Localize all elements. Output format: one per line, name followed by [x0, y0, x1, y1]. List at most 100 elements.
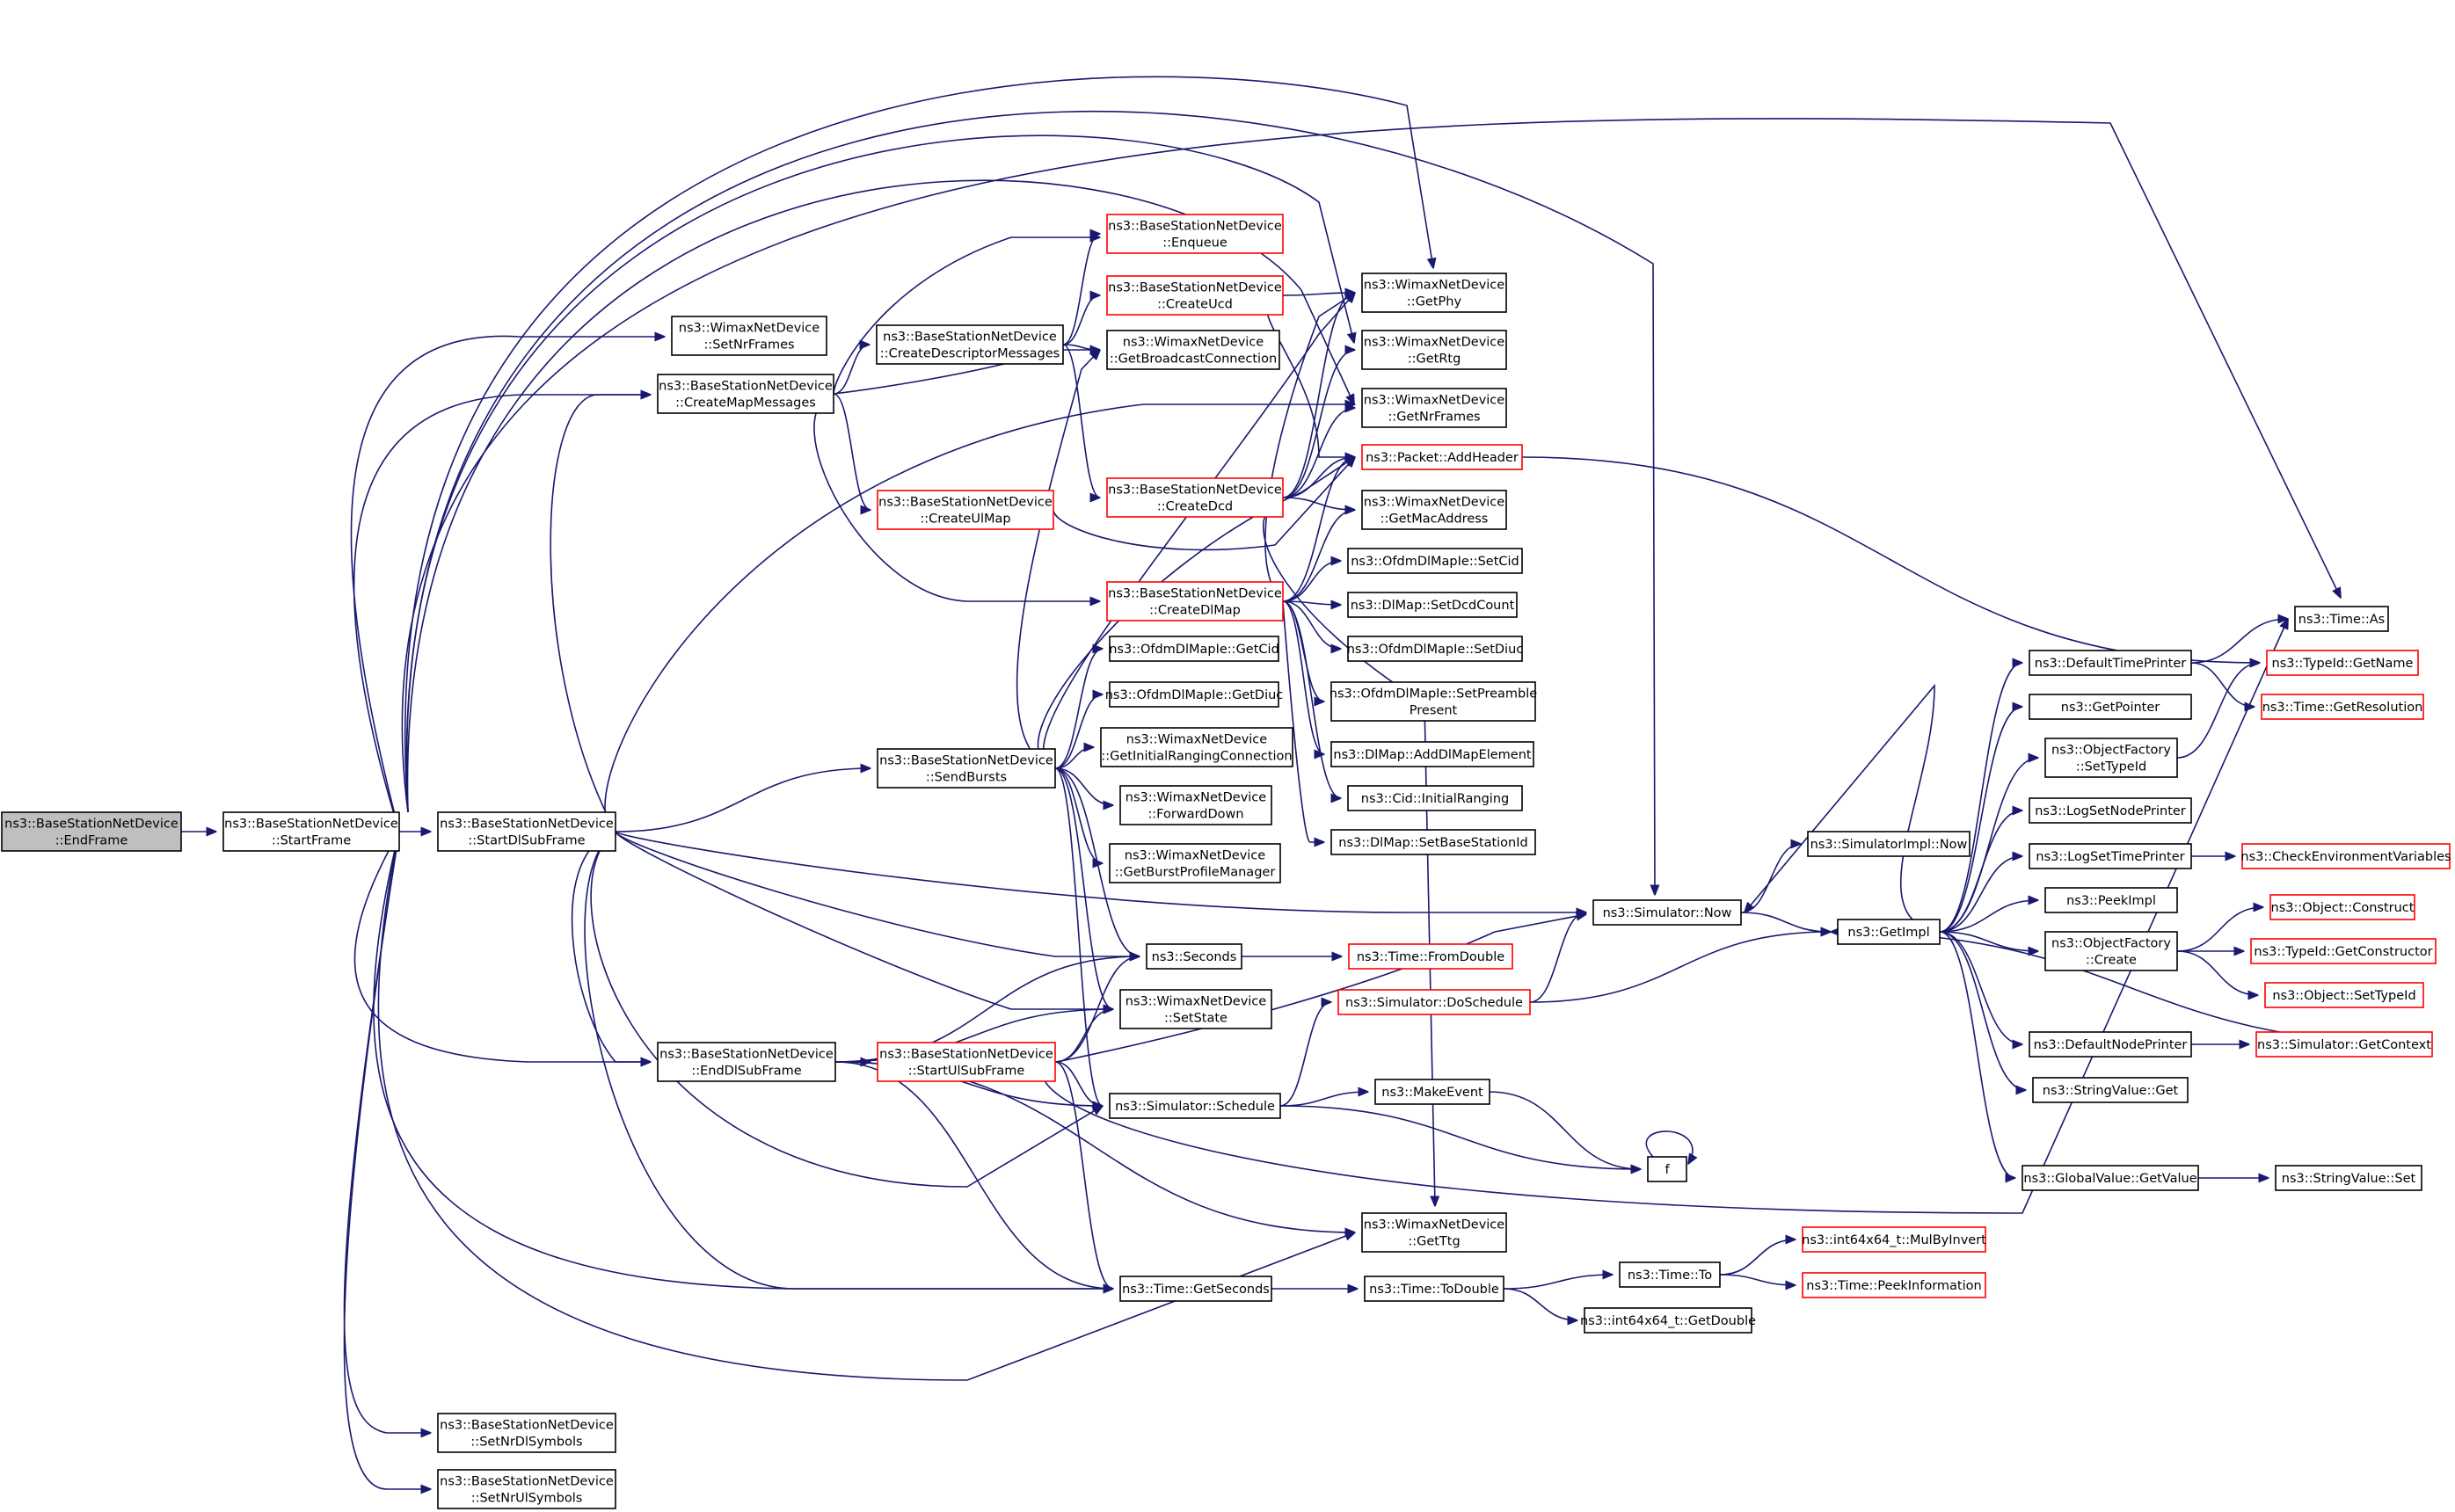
- node-f[interactable]: f: [1647, 1156, 1687, 1182]
- node-implnow[interactable]: ns3::SimulatorImpl::Now: [1807, 831, 1971, 857]
- node-svget[interactable]: ns3::StringValue::Get: [2032, 1077, 2189, 1103]
- node-box: [2029, 797, 2192, 824]
- node-setnrul[interactable]: ns3::BaseStationNetDevice::SetNrUlSymbol…: [437, 1469, 616, 1509]
- node-box: [437, 811, 616, 852]
- node-createdlmap[interactable]: ns3::BaseStationNetDevice::CreateDlMap: [1106, 581, 1284, 622]
- node-sendbursts[interactable]: ns3::BaseStationNetDevice::SendBursts: [877, 748, 1056, 789]
- node-typeidgetname[interactable]: ns3::TypeId::GetName: [2266, 650, 2419, 676]
- node-peekinfo[interactable]: ns3::Time::PeekInformation: [1802, 1272, 1986, 1298]
- node-startul[interactable]: ns3::BaseStationNetDevice::StartUlSubFra…: [877, 1042, 1056, 1082]
- node-createmap[interactable]: ns3::BaseStationNetDevice::CreateMapMess…: [657, 374, 834, 414]
- edge-createdcd-to-getphy: [1282, 293, 1355, 498]
- node-box: [437, 1413, 616, 1453]
- edge-getimpl-to-svget: [1939, 931, 2026, 1090]
- node-enqueue[interactable]: ns3::BaseStationNetDevice::Enqueue: [1106, 214, 1284, 254]
- node-getseconds[interactable]: ns3::Time::GetSeconds: [1119, 1276, 1272, 1302]
- node-label: ns3::Time::GetResolution: [2262, 701, 2423, 715]
- node-createucd[interactable]: ns3::BaseStationNetDevice::CreateUcd: [1106, 275, 1284, 316]
- node-setbsid[interactable]: ns3::DlMap::SetBaseStationId: [1330, 829, 1536, 855]
- node-getinitranging[interactable]: ns3::WimaxNetDevice::GetInitialRangingCo…: [1100, 727, 1293, 767]
- edge-todouble-to-getdouble: [1503, 1288, 1577, 1320]
- node-box: [1119, 785, 1272, 825]
- node-box: [1802, 1272, 1986, 1298]
- node-logtimeprinter[interactable]: ns3::LogSetTimePrinter: [2029, 843, 2192, 869]
- node-fromdouble[interactable]: ns3::Time::FromDouble: [1348, 943, 1513, 970]
- node-getdiuc[interactable]: ns3::OfdmDlMapIe::GetDiuc: [1105, 681, 1284, 708]
- node-label: ::CreateUlMap: [920, 512, 1010, 527]
- node-setcid[interactable]: ns3::OfdmDlMapIe::SetCid: [1347, 548, 1523, 574]
- node-label: ::EndDlSubFrame: [691, 1065, 801, 1079]
- node-timeto[interactable]: ns3::Time::To: [1619, 1261, 1721, 1288]
- node-label: ns3::BaseStationNetDevice: [879, 1048, 1053, 1062]
- node-forwarddown[interactable]: ns3::WimaxNetDevice::ForwardDown: [1119, 785, 1272, 825]
- node-getdouble[interactable]: ns3::int64x64_t::GetDouble: [1580, 1307, 1756, 1334]
- node-todouble[interactable]: ns3::Time::ToDouble: [1364, 1276, 1504, 1302]
- node-label: ns3::DlMap::SetDcdCount: [1351, 599, 1515, 613]
- node-box: [2275, 1165, 2422, 1191]
- node-getpointer[interactable]: ns3::GetPointer: [2029, 694, 2192, 720]
- node-setnrframes[interactable]: ns3::WimaxNetDevice::SetNrFrames: [671, 316, 827, 356]
- edge-getimpl-to-getpointer: [1939, 707, 2022, 933]
- node-objsettypeid[interactable]: ns3::Object::SetTypeId: [2264, 982, 2424, 1008]
- node-gvgetvalue[interactable]: ns3::GlobalValue::GetValue: [2022, 1165, 2199, 1191]
- node-doschedule[interactable]: ns3::Simulator::DoSchedule: [1337, 989, 1531, 1015]
- node-getbroadcast[interactable]: ns3::WimaxNetDevice::GetBroadcastConnect…: [1106, 330, 1280, 370]
- node-setdiuc[interactable]: ns3::OfdmDlMapIe::SetDiuc: [1347, 636, 1524, 662]
- node-setdcdcount[interactable]: ns3::DlMap::SetDcdCount: [1347, 592, 1518, 618]
- node-now[interactable]: ns3::Simulator::Now: [1592, 899, 1742, 926]
- node-getcontext[interactable]: ns3::Simulator::GetContext: [2255, 1031, 2433, 1058]
- node-makeevent[interactable]: ns3::MakeEvent: [1374, 1079, 1490, 1105]
- node-ofsettypeid[interactable]: ns3::ObjectFactory::SetTypeId: [2044, 738, 2178, 778]
- edge-doschedule-to-now: [1529, 912, 1586, 1003]
- node-getimpl[interactable]: ns3::GetImpl: [1837, 919, 1941, 945]
- edge-startdl-to-sendbursts: [615, 768, 871, 832]
- node-box: [1364, 1276, 1504, 1302]
- node-createulmap[interactable]: ns3::BaseStationNetDevice::CreateUlMap: [877, 490, 1054, 530]
- node-schedule[interactable]: ns3::Simulator::Schedule: [1109, 1093, 1281, 1119]
- node-label: ns3::BaseStationNetDevice: [879, 754, 1053, 768]
- edge-createmap-to-createdesc: [833, 345, 870, 395]
- node-lognodeprinter[interactable]: ns3::LogSetNodePrinter: [2029, 797, 2192, 824]
- node-getttg[interactable]: ns3::WimaxNetDevice::GetTtg: [1361, 1212, 1507, 1253]
- node-initialranging[interactable]: ns3::Cid::InitialRanging: [1347, 785, 1523, 811]
- node-startdl[interactable]: ns3::BaseStationNetDevice::StartDlSubFra…: [437, 811, 616, 852]
- node-startframe[interactable]: ns3::BaseStationNetDevice::StartFrame: [222, 811, 400, 852]
- node-addheader[interactable]: ns3::Packet::AddHeader: [1361, 444, 1523, 470]
- node-label: ns3::WimaxNetDevice: [1126, 995, 1266, 1009]
- node-objconstruct[interactable]: ns3::Object::Construct: [2269, 894, 2415, 920]
- node-defnodeprinter[interactable]: ns3::DefaultNodePrinter: [2029, 1031, 2192, 1058]
- node-label: ns3::DlMap::AddDlMapElement: [1333, 748, 1532, 762]
- node-peekimpl[interactable]: ns3::PeekImpl: [2044, 887, 2178, 913]
- edge-startul-to-schedule: [1054, 1061, 1103, 1106]
- node-box: [2044, 738, 2178, 778]
- node-getphy[interactable]: ns3::WimaxNetDevice::GetPhy: [1361, 273, 1507, 313]
- node-getburstprofile[interactable]: ns3::WimaxNetDevice::GetBurstProfileMana…: [1109, 843, 1281, 883]
- node-getresolution[interactable]: ns3::Time::GetResolution: [2261, 694, 2424, 720]
- node-seconds[interactable]: ns3::Seconds: [1146, 943, 1242, 970]
- node-adddlmapelement[interactable]: ns3::DlMap::AddDlMapElement: [1330, 741, 1534, 767]
- node-getrtg[interactable]: ns3::WimaxNetDevice::GetRtg: [1361, 330, 1507, 370]
- node-getnrframes[interactable]: ns3::WimaxNetDevice::GetNrFrames: [1361, 388, 1507, 428]
- node-createdcd[interactable]: ns3::BaseStationNetDevice::CreateDcd: [1106, 477, 1284, 518]
- node-enddl[interactable]: ns3::BaseStationNetDevice::EndDlSubFrame: [657, 1042, 836, 1082]
- node-setstate[interactable]: ns3::WimaxNetDevice::SetState: [1119, 989, 1272, 1029]
- node-checkenv[interactable]: ns3::CheckEnvironmentVariables: [2240, 843, 2451, 869]
- edge-startframe-to-createmap: [353, 395, 651, 832]
- node-svset[interactable]: ns3::StringValue::Set: [2275, 1165, 2422, 1191]
- node-box: [2029, 1031, 2192, 1058]
- node-mulbyinvert[interactable]: ns3::int64x64_t::MulByInvert: [1802, 1226, 1986, 1253]
- node-getconstructor[interactable]: ns3::TypeId::GetConstructor: [2250, 938, 2437, 964]
- node-deftimeprinter[interactable]: ns3::DefaultTimePrinter: [2029, 650, 2192, 676]
- node-label: ::CreateMapMessages: [675, 396, 816, 411]
- edge-ofcreate-to-objconstruct: [2176, 907, 2263, 952]
- node-setnrdl[interactable]: ns3::BaseStationNetDevice::SetNrDlSymbol…: [437, 1413, 616, 1453]
- node-box: [1802, 1226, 1986, 1253]
- node-box: [2269, 894, 2415, 920]
- node-getmac[interactable]: ns3::WimaxNetDevice::GetMacAddress: [1361, 490, 1507, 530]
- node-createdesc[interactable]: ns3::BaseStationNetDevice::CreateDescrip…: [876, 324, 1064, 365]
- node-ofcreate[interactable]: ns3::ObjectFactory::Create: [2044, 931, 2178, 971]
- node-timeas[interactable]: ns3::Time::As: [2294, 606, 2389, 632]
- node-label: ::StartDlSubFrame: [468, 834, 585, 848]
- node-getcid[interactable]: ns3::OfdmDlMapIe::GetCid: [1109, 636, 1279, 662]
